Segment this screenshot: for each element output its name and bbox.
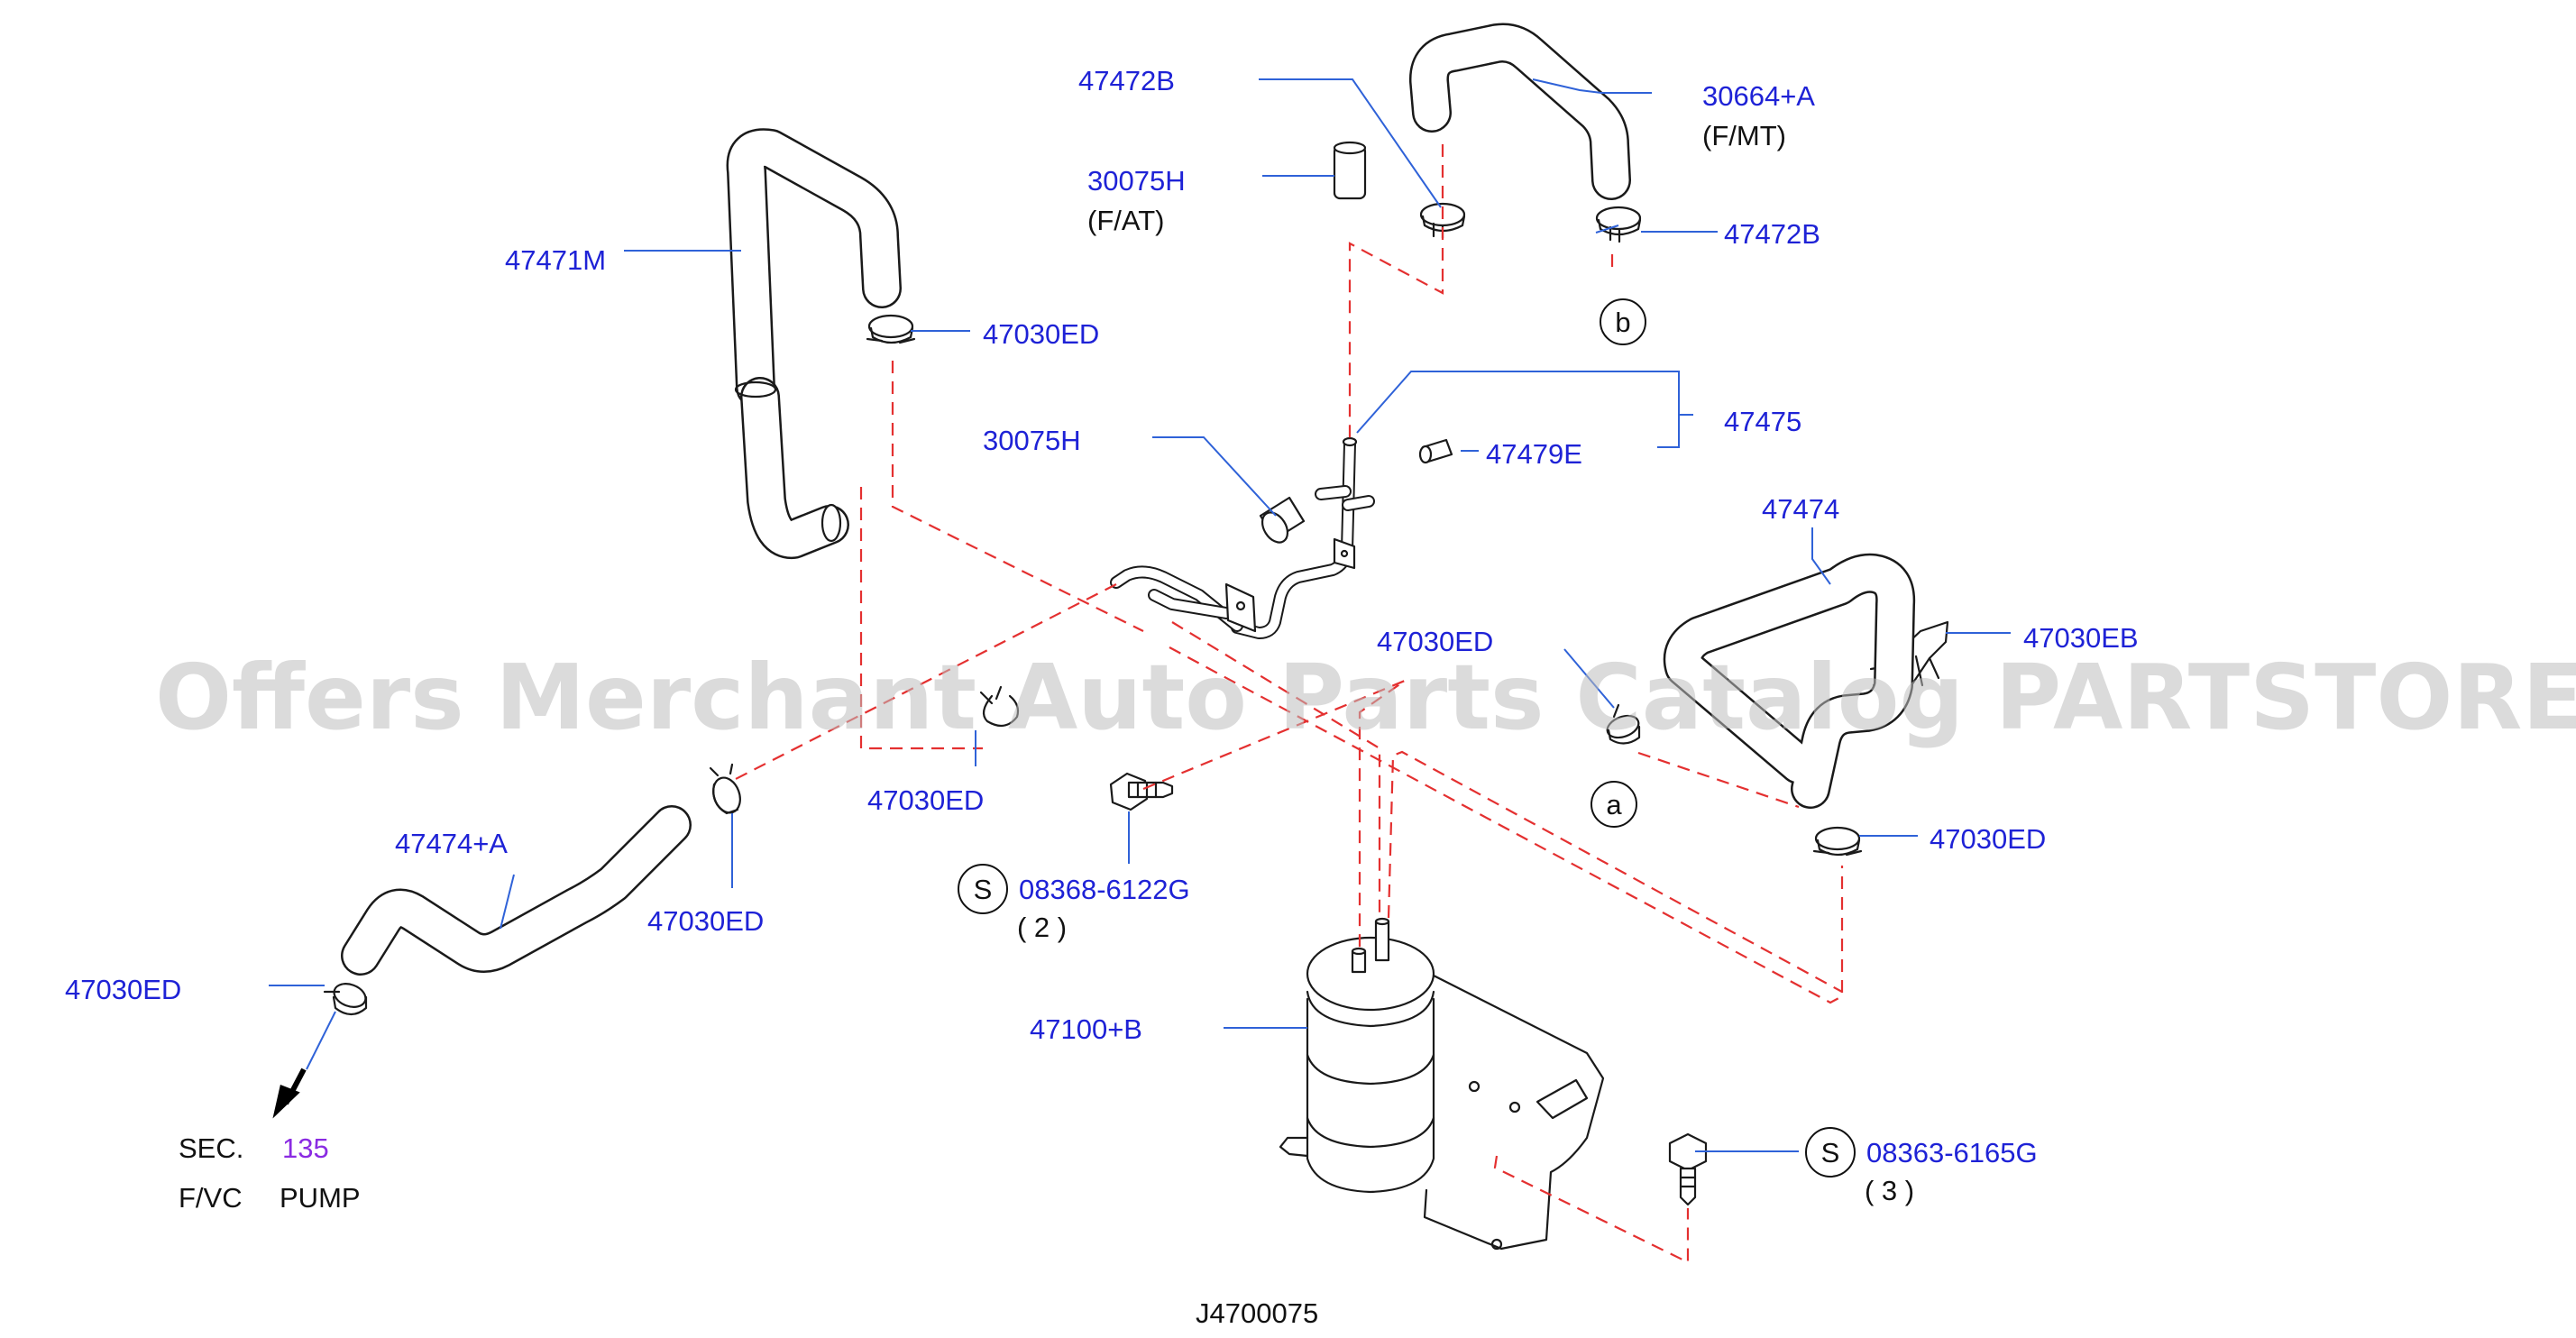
hose-30664a bbox=[1409, 23, 1631, 200]
label-47471m[interactable]: 47471M bbox=[505, 244, 606, 276]
clamp-47030ed-top bbox=[866, 314, 916, 344]
leader-lines bbox=[269, 78, 2011, 1152]
label-08363-6165g[interactable]: 08363-6165G bbox=[1866, 1137, 2038, 1168]
clamp-47030ed-right bbox=[1812, 826, 1863, 857]
clamp-47472b-right bbox=[1595, 206, 1642, 243]
assembly-dashed-lines bbox=[731, 144, 1844, 1264]
label-08368-6122g[interactable]: 08368-6122G bbox=[1019, 874, 1190, 905]
clamp-47030ed-lowmid bbox=[709, 763, 741, 815]
s-symbol-1: S bbox=[974, 874, 993, 905]
cap-47479e bbox=[1418, 438, 1453, 464]
bolt-08363-6165g bbox=[1668, 1132, 1708, 1206]
clamp-47030ed-left bbox=[323, 983, 368, 1016]
label-47030ed-top[interactable]: 47030ED bbox=[983, 318, 1099, 350]
canister-47100b bbox=[1279, 917, 1605, 1251]
plug-30075h-mid bbox=[1259, 496, 1306, 544]
hose-47474 bbox=[1663, 553, 1916, 809]
reference-a-label: a bbox=[1606, 789, 1622, 820]
arrow-sec-135 bbox=[272, 1068, 307, 1119]
label-sec-135[interactable]: 135 bbox=[282, 1132, 329, 1164]
labels: 47472B 30664+A (F/MT) 30075H (F/AT) 4747… bbox=[65, 65, 2139, 1329]
reference-circle-a: a bbox=[1591, 781, 1637, 828]
hose-47471m bbox=[726, 128, 902, 559]
label-47030ed-lowmid[interactable]: 47030ED bbox=[647, 905, 764, 937]
label-30664a[interactable]: 30664+A bbox=[1702, 80, 1815, 112]
pipe-assembly-47475 bbox=[1110, 436, 1375, 639]
standard-part-symbol-1: S bbox=[958, 864, 1008, 914]
label-47474a[interactable]: 47474+A bbox=[395, 828, 508, 859]
label-sec-prefix: SEC. bbox=[179, 1132, 243, 1164]
plug-30075h-fat bbox=[1333, 141, 1367, 200]
watermark-text: Offers Merchant Auto Parts Catalog PARTS… bbox=[155, 645, 2576, 750]
label-47100b[interactable]: 47100+B bbox=[1030, 1013, 1142, 1045]
label-47474[interactable]: 47474 bbox=[1762, 493, 1839, 525]
clamp-47030ed-center bbox=[979, 685, 1020, 728]
label-47030ed-left[interactable]: 47030ED bbox=[65, 974, 181, 1005]
label-pump: PUMP bbox=[280, 1182, 361, 1214]
label-fmt: (F/MT) bbox=[1702, 120, 1786, 151]
standard-part-symbol-2: S bbox=[1805, 1127, 1856, 1178]
diagram-code: J4700075 bbox=[1196, 1297, 1318, 1329]
reference-b-label: b bbox=[1615, 307, 1630, 338]
label-qty-2: ( 2 ) bbox=[1017, 912, 1067, 943]
label-47479e[interactable]: 47479E bbox=[1486, 438, 1582, 470]
reference-circle-b: b bbox=[1600, 298, 1646, 345]
label-qty-3: ( 3 ) bbox=[1865, 1175, 1914, 1206]
label-30075h-mid[interactable]: 30075H bbox=[983, 425, 1081, 456]
label-fvc: F/VC bbox=[179, 1182, 243, 1214]
s-symbol-2: S bbox=[1821, 1137, 1840, 1168]
label-47030eb[interactable]: 47030EB bbox=[2023, 622, 2139, 654]
label-47475[interactable]: 47475 bbox=[1724, 406, 1801, 437]
label-47030ed-mid[interactable]: 47030ED bbox=[867, 784, 984, 816]
label-30075h-top[interactable]: 30075H bbox=[1087, 165, 1186, 197]
bolt-08368-6122g bbox=[1109, 772, 1174, 811]
label-47030ed-center[interactable]: 47030ED bbox=[1377, 626, 1493, 657]
label-47030ed-right[interactable]: 47030ED bbox=[1930, 823, 2046, 855]
label-47472b-right[interactable]: 47472B bbox=[1724, 218, 1820, 250]
clamp-47030ed-mid bbox=[1606, 703, 1641, 745]
hose-47474a bbox=[341, 805, 692, 976]
label-fat: (F/AT) bbox=[1087, 205, 1165, 236]
label-47472b-top[interactable]: 47472B bbox=[1078, 65, 1175, 96]
